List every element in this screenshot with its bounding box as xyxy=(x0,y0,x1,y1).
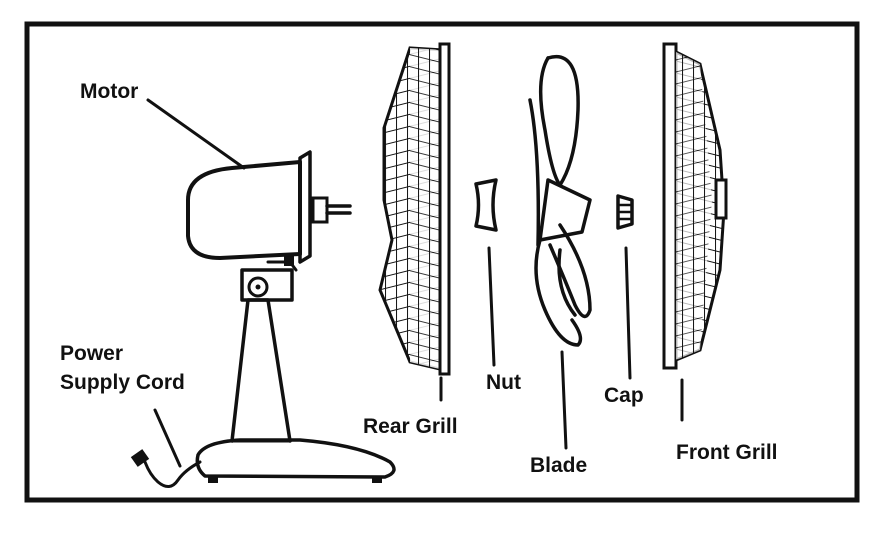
diagram-border xyxy=(24,21,860,503)
label-power-line2: Supply Cord xyxy=(60,371,185,394)
yoke-screw xyxy=(284,256,294,266)
label-power-line1: Power xyxy=(60,342,123,365)
motor-housing xyxy=(186,160,302,260)
front-grill xyxy=(662,42,728,370)
cap-shape xyxy=(616,194,634,230)
base-foot-right xyxy=(372,477,382,483)
label-front-grill: Front Grill xyxy=(676,441,778,464)
fan-blade xyxy=(528,54,592,347)
front-grill-badge xyxy=(714,178,728,220)
fan-base xyxy=(195,438,396,479)
nut-shape xyxy=(474,178,498,232)
rear-grill-rim xyxy=(438,42,451,376)
fan-body xyxy=(130,150,396,488)
leader-power xyxy=(153,408,182,468)
motor-hub xyxy=(311,196,329,224)
label-cap: Cap xyxy=(604,384,644,407)
yoke-knob-center xyxy=(255,284,261,290)
leader-blade xyxy=(560,350,568,450)
label-nut: Nut xyxy=(486,371,521,394)
fan-stand xyxy=(230,298,292,443)
base-foot-left xyxy=(208,477,218,483)
cord-plug xyxy=(130,449,150,467)
front-grill-rim xyxy=(662,42,678,370)
motor-shaft xyxy=(325,204,352,215)
label-blade: Blade xyxy=(530,454,587,477)
fan-yoke xyxy=(240,268,294,302)
label-rear-grill: Rear Grill xyxy=(363,415,458,438)
rear-grill xyxy=(378,42,451,376)
leader-cap xyxy=(624,246,632,380)
leader-nut xyxy=(487,246,496,367)
leader-motor xyxy=(146,98,246,170)
power-cord xyxy=(143,460,202,488)
label-motor: Motor xyxy=(80,80,138,103)
motor-front-ring xyxy=(298,150,312,264)
